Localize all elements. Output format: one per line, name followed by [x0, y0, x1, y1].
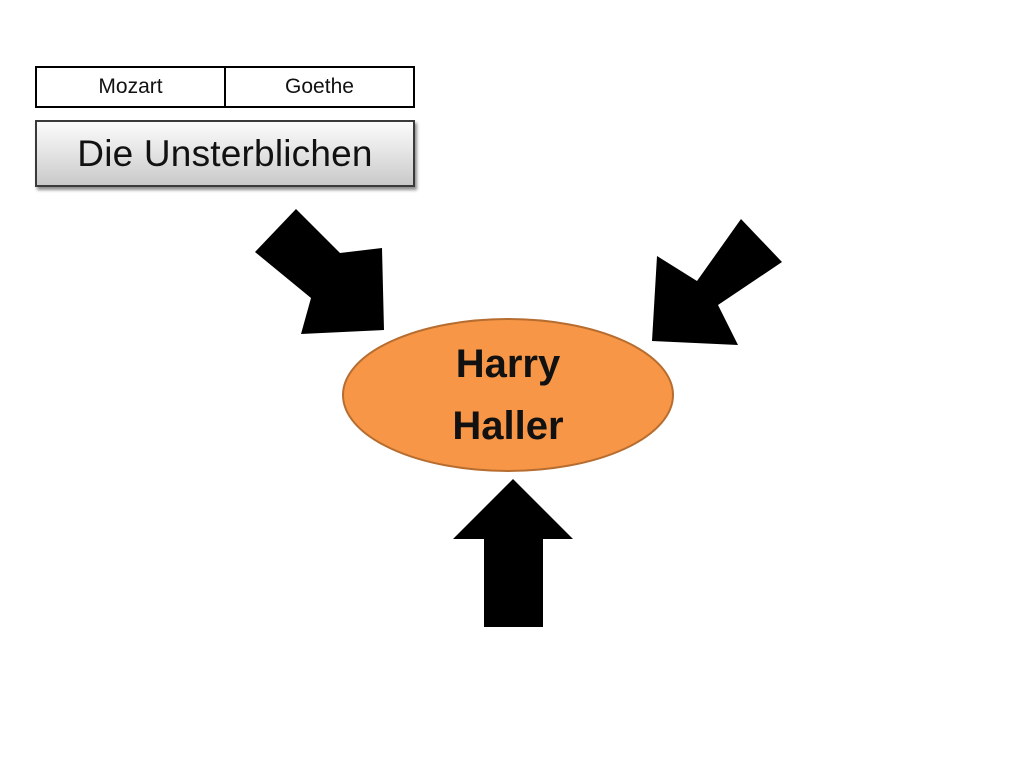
- center-label-line1: Harry: [455, 342, 561, 386]
- center-label: Harry Haller: [343, 318, 673, 472]
- name-cell-goethe: Goethe: [224, 68, 413, 106]
- arrow-down-right-icon: [255, 209, 384, 334]
- title-box: Die Unsterblichen: [35, 120, 415, 187]
- name-cell-mozart: Mozart: [98, 75, 163, 98]
- arrow-up-icon: [453, 479, 573, 627]
- center-ellipse: [342, 318, 674, 472]
- names-table: Mozart Goethe: [35, 66, 415, 108]
- arrow-down-left-icon: [652, 219, 782, 345]
- center-label-line2: Haller: [452, 404, 564, 448]
